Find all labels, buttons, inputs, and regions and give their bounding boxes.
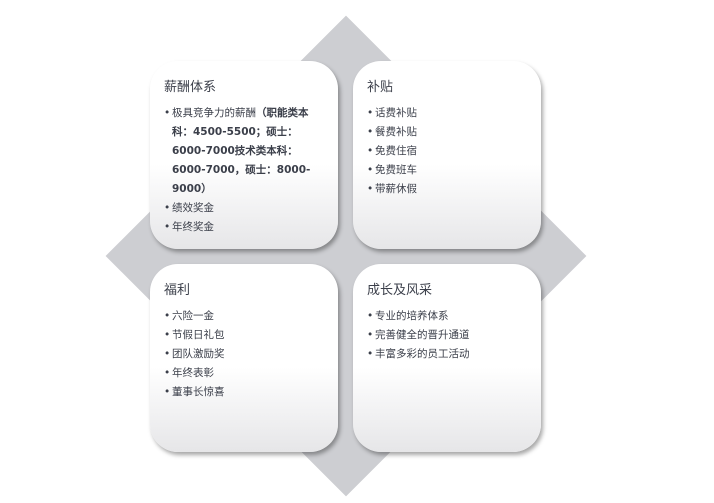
card-salary: 薪酬体系 极具竞争力的薪酬（职能类本科：4500-5500；硕士：6000-70… bbox=[150, 61, 338, 249]
list-item: 团队激励奖 bbox=[164, 345, 328, 364]
card-title: 补贴 bbox=[367, 80, 394, 95]
list-item: 绩效奖金 bbox=[164, 199, 328, 218]
card-title: 薪酬体系 bbox=[164, 80, 217, 95]
item-text: 极具竞争力的薪酬 bbox=[172, 107, 256, 119]
list-item: 带薪休假 bbox=[367, 180, 531, 199]
item-text-bold: （职能类本科：4500-5500；硕士：6000-7000技术类本科：6000-… bbox=[172, 107, 311, 195]
list-item: 年终表彰 bbox=[164, 364, 328, 383]
list-item: 免费住宿 bbox=[367, 142, 531, 161]
card-growth: 成长及风采 专业的培养体系 完善健全的晋升通道 丰富多彩的员工活动 bbox=[353, 264, 541, 452]
list-item: 完善健全的晋升通道 bbox=[367, 326, 531, 345]
list-item: 丰富多彩的员工活动 bbox=[367, 345, 531, 364]
list-item: 极具竞争力的薪酬（职能类本科：4500-5500；硕士：6000-7000技术类… bbox=[164, 104, 328, 199]
list-item: 专业的培养体系 bbox=[367, 307, 531, 326]
list-item: 六险一金 bbox=[164, 307, 328, 326]
list-item: 话费补贴 bbox=[367, 104, 531, 123]
list-item: 节假日礼包 bbox=[164, 326, 328, 345]
card-title: 成长及风采 bbox=[367, 283, 433, 298]
list-item: 免费班车 bbox=[367, 161, 531, 180]
card-allowance: 补贴 话费补贴 餐费补贴 免费住宿 免费班车 带薪休假 bbox=[353, 61, 541, 249]
list-item: 董事长惊喜 bbox=[164, 383, 328, 402]
list-item: 餐费补贴 bbox=[367, 123, 531, 142]
card-benefits: 福利 六险一金 节假日礼包 团队激励奖 年终表彰 董事长惊喜 bbox=[150, 264, 338, 452]
list-item: 年终奖金 bbox=[164, 218, 328, 237]
card-title: 福利 bbox=[164, 283, 191, 298]
